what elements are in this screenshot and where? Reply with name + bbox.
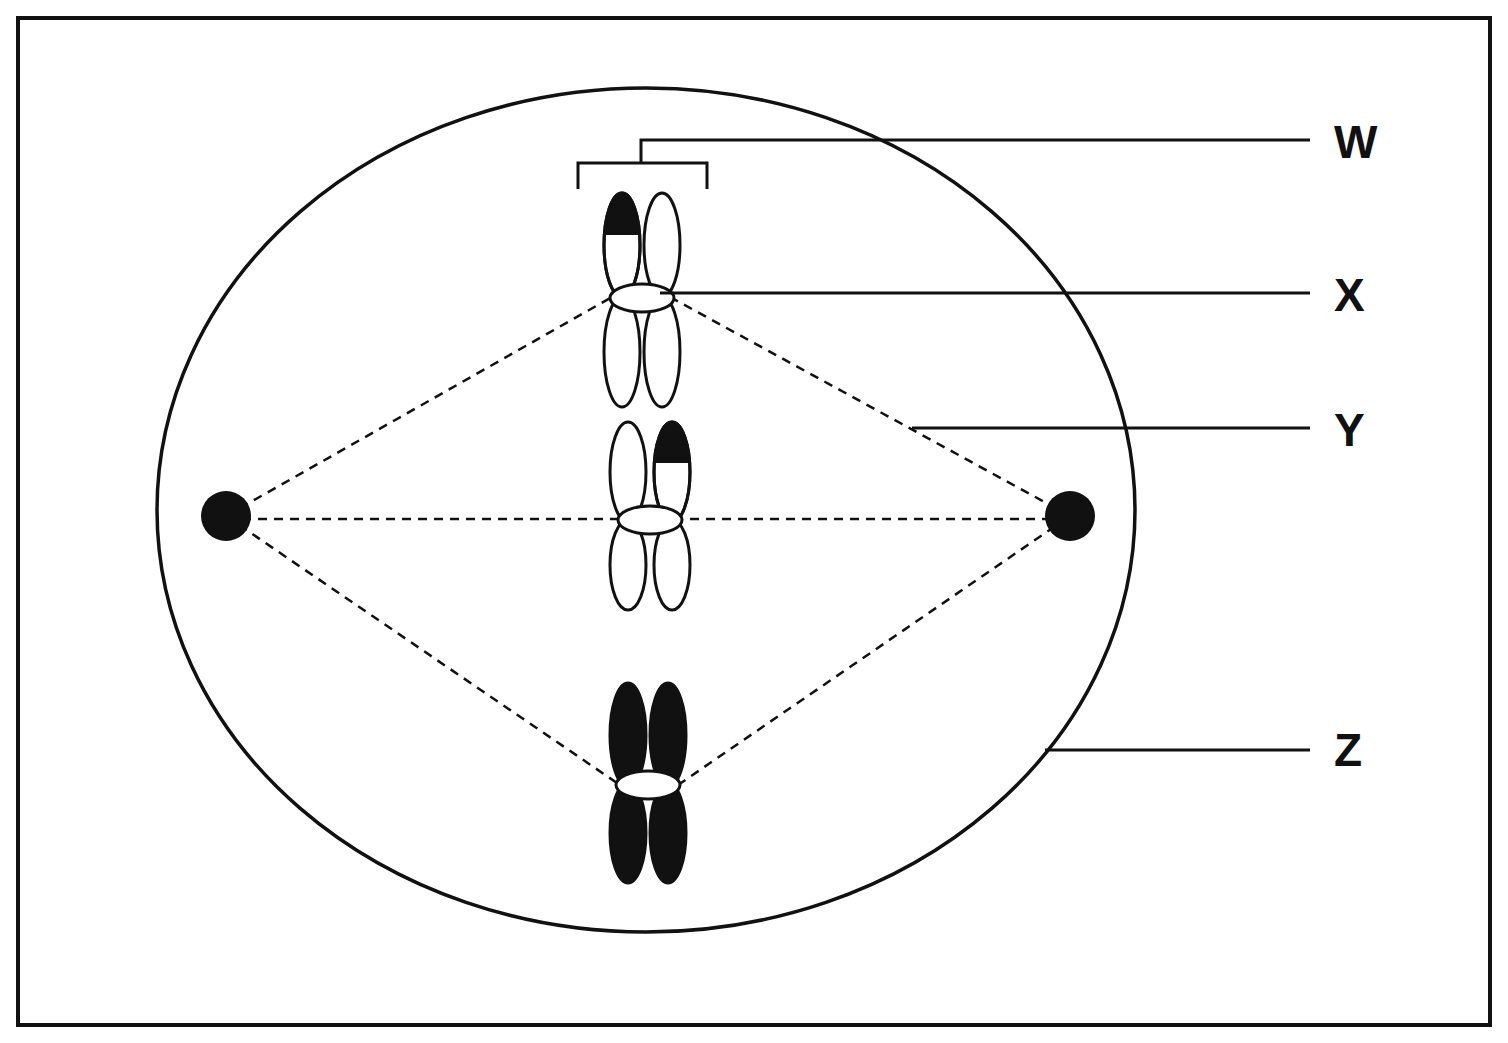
- leader-lines: [578, 140, 1310, 750]
- part-label: Z: [1334, 724, 1362, 776]
- centriole: [1045, 491, 1095, 541]
- cell-membrane: [157, 88, 1135, 932]
- part-label: Y: [1334, 404, 1365, 456]
- frame-border: [18, 18, 1490, 1025]
- spindle-fibres: [226, 297, 1070, 785]
- part-label: W: [1334, 116, 1377, 168]
- bracket: [578, 163, 707, 189]
- part-label: X: [1334, 269, 1365, 321]
- centriole: [201, 491, 251, 541]
- chromosome: [610, 415, 695, 610]
- chromosome: [610, 683, 686, 883]
- chromosome: [600, 185, 680, 407]
